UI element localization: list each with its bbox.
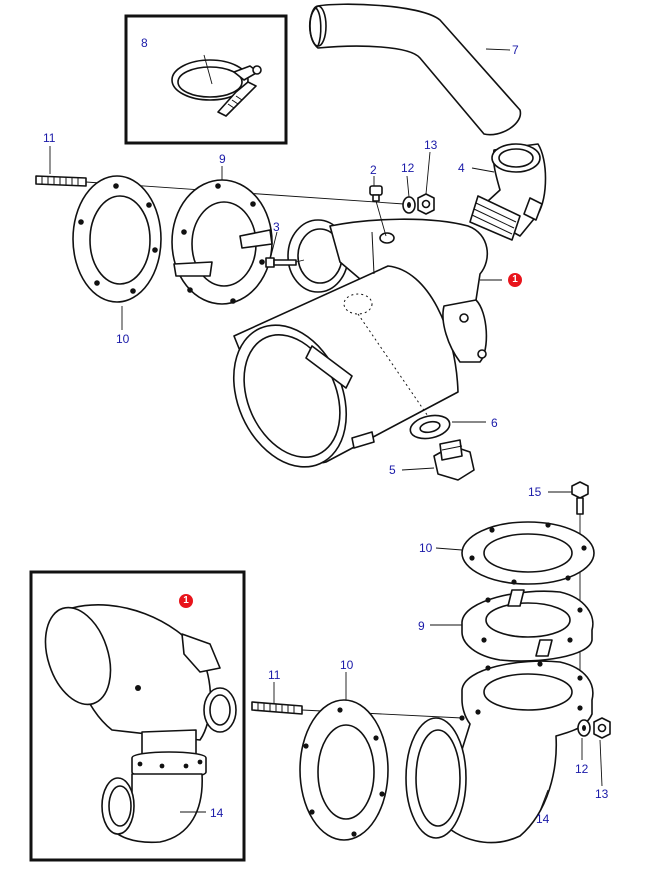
muffler-upper-part bbox=[232, 218, 488, 468]
callout-10-upper: 10 bbox=[116, 332, 130, 346]
hose-clamp-part bbox=[171, 54, 262, 117]
gasket-upper-part bbox=[72, 175, 162, 303]
plug-part bbox=[369, 185, 387, 237]
callout-6: 6 bbox=[491, 416, 498, 430]
callout-12-upper: 12 bbox=[401, 161, 415, 175]
callout-9-right: 9 bbox=[418, 619, 425, 633]
callout-10-right: 10 bbox=[419, 541, 433, 555]
hose-part bbox=[308, 3, 522, 136]
leader-lines bbox=[49, 48, 603, 817]
callout-2: 2 bbox=[370, 163, 377, 177]
callout-9-upper: 9 bbox=[219, 152, 226, 166]
split-flange-right-part bbox=[461, 589, 594, 662]
gasket-right-part bbox=[461, 521, 595, 585]
inset-assembly-box bbox=[29, 570, 246, 862]
callout-7: 7 bbox=[512, 43, 519, 57]
callout-13-lower: 13 bbox=[595, 787, 609, 801]
callout-14-right: 14 bbox=[536, 812, 550, 826]
callout-4: 4 bbox=[458, 161, 465, 175]
callout-3: 3 bbox=[273, 220, 280, 234]
callout-5: 5 bbox=[389, 463, 396, 477]
nut-lower-part bbox=[593, 717, 611, 739]
screw-part bbox=[265, 257, 305, 268]
elbow-right-part bbox=[405, 660, 594, 844]
callout-12-lower: 12 bbox=[575, 762, 589, 776]
inset-clamp-box bbox=[124, 14, 288, 145]
callout-8: 8 bbox=[141, 36, 148, 50]
callout-11-upper: 11 bbox=[43, 131, 56, 145]
elbow-fitting-part bbox=[469, 143, 547, 241]
split-flange-upper-part bbox=[171, 179, 273, 305]
assembly-part bbox=[44, 604, 237, 844]
nut-upper-part bbox=[417, 193, 435, 215]
drain-plug-part bbox=[433, 439, 475, 481]
callout-15: 15 bbox=[528, 485, 542, 499]
callout-13-upper: 13 bbox=[424, 138, 438, 152]
callout-11-lower: 11 bbox=[268, 668, 281, 682]
seal-ring-part bbox=[409, 414, 451, 440]
callout-10-lower: 10 bbox=[340, 658, 354, 672]
callout-1-inset: 1 bbox=[179, 594, 193, 608]
callout-14-inset: 14 bbox=[210, 806, 224, 820]
gasket-lower-part bbox=[299, 699, 389, 841]
callout-1-upper: 1 bbox=[508, 273, 522, 287]
washer-upper-part bbox=[402, 196, 416, 214]
washer-lower-part bbox=[577, 719, 591, 737]
